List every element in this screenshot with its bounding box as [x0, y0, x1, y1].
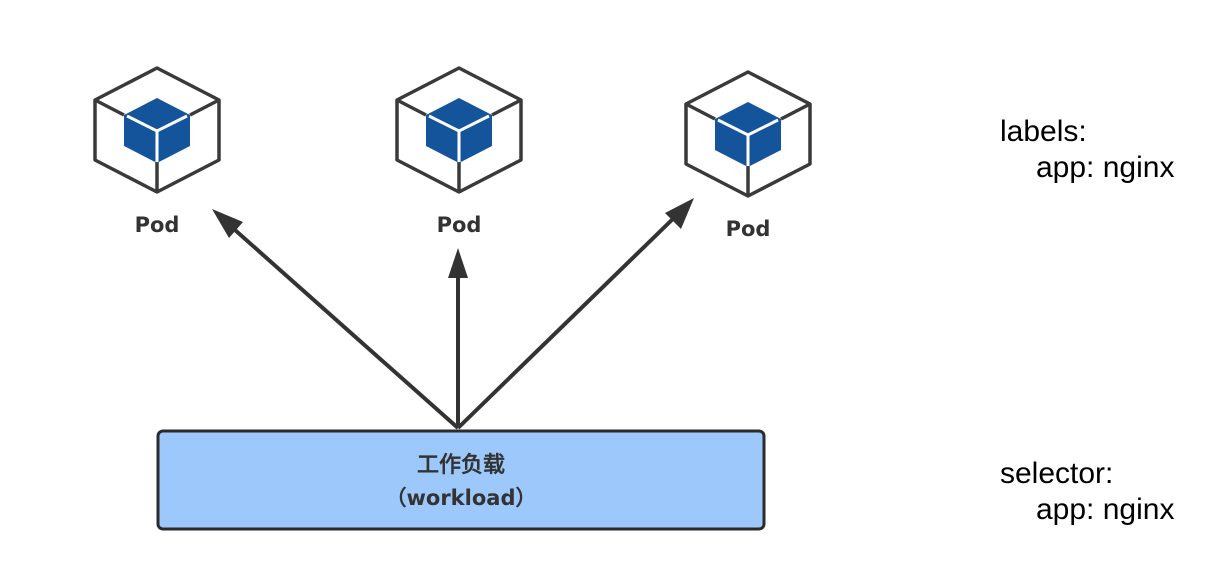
workload-rect: [156, 429, 766, 531]
arrowhead-pod-2: [448, 248, 468, 278]
arrowhead-pod-3: [665, 198, 694, 229]
pod-cube-icon: [395, 66, 523, 194]
arrows: [224, 210, 682, 430]
pod-label: Pod: [726, 217, 771, 241]
selector-block: selector: app: nginx: [1000, 456, 1174, 528]
selector-heading: selector:: [1000, 457, 1114, 490]
workload-box: 工作负载 （workload）: [156, 429, 766, 531]
arrow-to-pod-3: [456, 210, 682, 430]
pod-cube-icon: [684, 70, 812, 198]
pod-cube-icon: [93, 66, 221, 194]
arrowheads: [212, 198, 694, 278]
pod-label: Pod: [437, 213, 482, 237]
labels-heading: labels:: [1000, 115, 1087, 148]
selector-entry: app: nginx: [1036, 493, 1175, 526]
pod-1: Pod: [93, 66, 221, 237]
workload-title: 工作负载: [417, 452, 505, 478]
arrow-to-pod-1: [224, 220, 460, 430]
labels-entry: app: nginx: [1036, 151, 1175, 184]
pod-3: Pod: [684, 70, 812, 241]
pod-2: Pod: [395, 66, 523, 237]
workload-subtitle: （workload）: [386, 486, 537, 510]
labels-block: labels: app: nginx: [1000, 114, 1174, 186]
arrowhead-pod-1: [212, 209, 243, 238]
pod-label: Pod: [135, 213, 180, 237]
